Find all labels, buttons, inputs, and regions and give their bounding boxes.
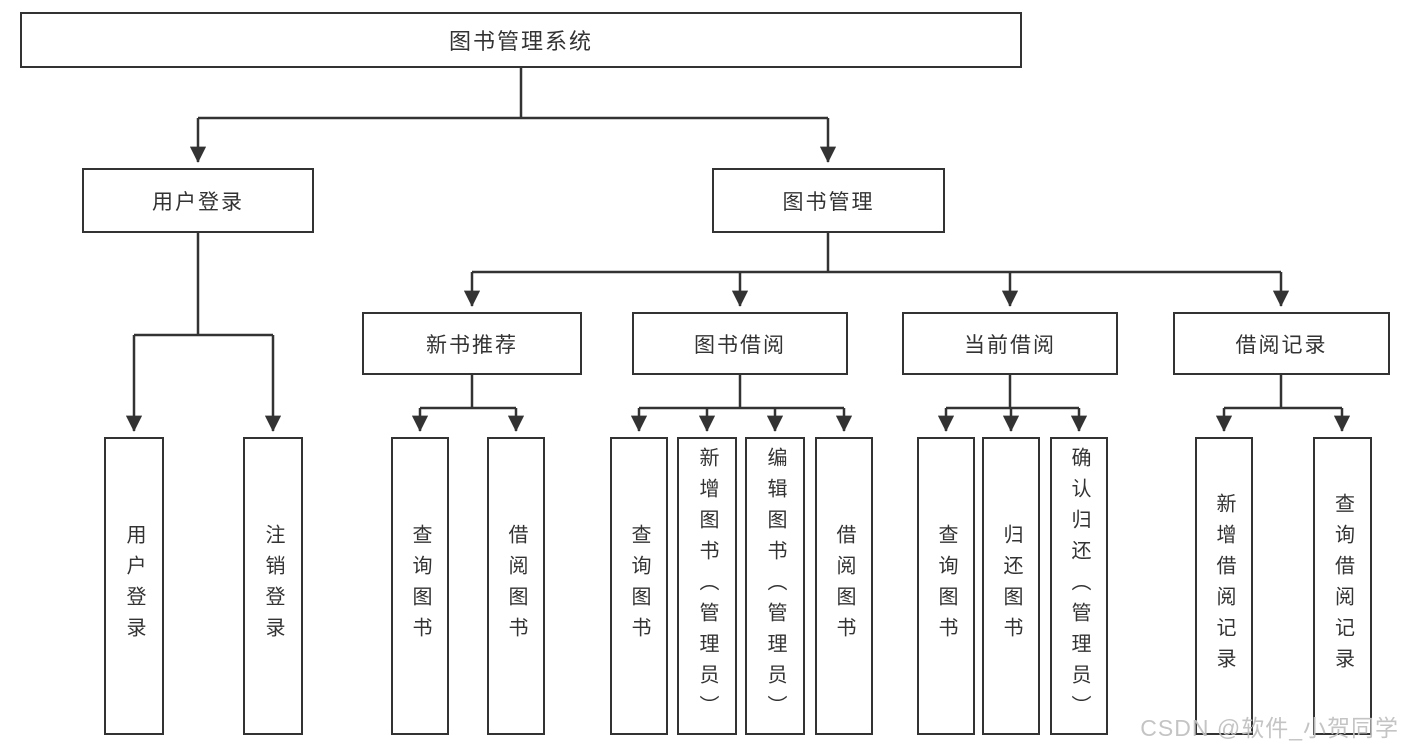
leaf-query-books-borrowing: 查询图书	[610, 437, 668, 735]
leaf-borrow-books-recommend: 借阅图书	[487, 437, 545, 735]
leaf-user-login: 用户登录	[104, 437, 164, 735]
leaf-add-book-admin: 新增图书（管理员）	[677, 437, 737, 735]
leaf-return-books: 归还图书	[982, 437, 1040, 735]
leaf-confirm-return-admin: 确认归还（管理员）	[1050, 437, 1108, 735]
leaf-query-books-current: 查询图书	[917, 437, 975, 735]
leaf-borrow-books-borrowing: 借阅图书	[815, 437, 873, 735]
node-book-management: 图书管理	[712, 168, 945, 233]
leaf-logout: 注销登录	[243, 437, 303, 735]
node-current-borrowing: 当前借阅	[902, 312, 1118, 375]
leaf-query-books-recommend: 查询图书	[391, 437, 449, 735]
leaf-edit-book-admin: 编辑图书（管理员）	[745, 437, 805, 735]
csdn-watermark: CSDN @软件_小贺同学	[1140, 715, 1399, 741]
leaf-add-borrow-record: 新增借阅记录	[1195, 437, 1253, 735]
node-borrowing-records: 借阅记录	[1173, 312, 1390, 375]
node-user-login: 用户登录	[82, 168, 314, 233]
leaf-query-borrow-record: 查询借阅记录	[1313, 437, 1372, 735]
node-book-borrowing: 图书借阅	[632, 312, 848, 375]
node-root-library-system: 图书管理系统	[20, 12, 1022, 68]
node-new-book-recommend: 新书推荐	[362, 312, 582, 375]
